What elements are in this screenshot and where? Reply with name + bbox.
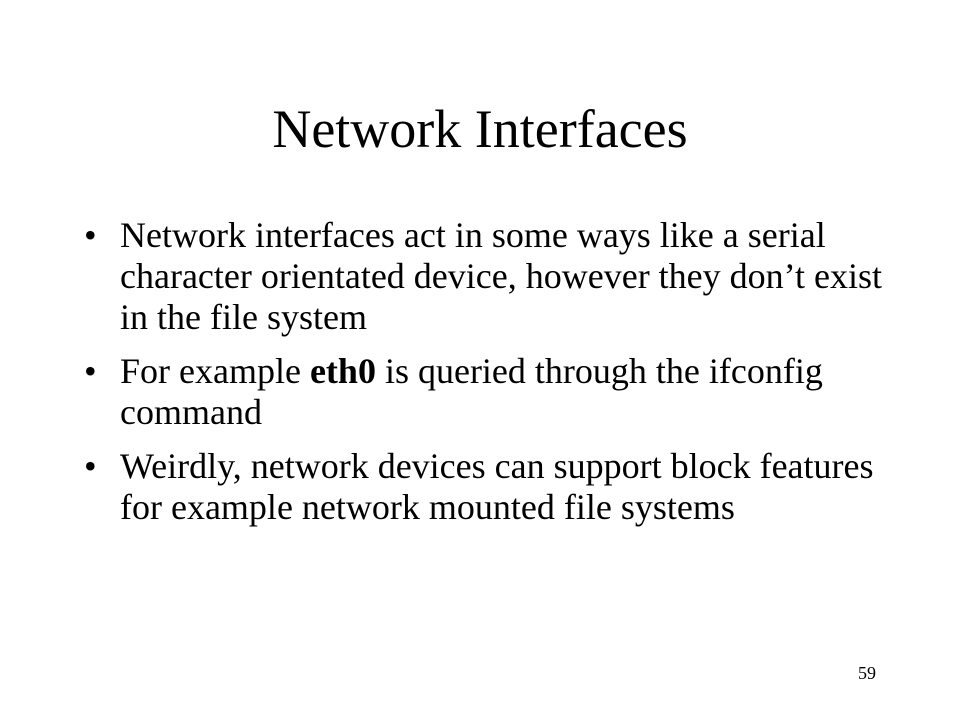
interface-name: eth0 xyxy=(309,351,376,391)
page-number: 59 xyxy=(858,663,876,683)
bullet-item-2: • For example eth0 is queried through th… xyxy=(84,351,884,433)
bullet-item-1: • Network interfaces act in some ways li… xyxy=(84,215,884,338)
bullet-text-suffix: is queried through the ifconfig command xyxy=(120,351,823,432)
bullet-text: Network interfaces act in some ways like… xyxy=(120,215,882,337)
bullet-list: • Network interfaces act in some ways li… xyxy=(84,215,884,541)
bullet-text: Weirdly, network devices can support blo… xyxy=(120,446,874,527)
bullet-icon: • xyxy=(84,446,97,486)
bullet-icon: • xyxy=(84,215,97,255)
bullet-item-3: • Weirdly, network devices can support b… xyxy=(84,446,884,528)
bullet-text-prefix: For example xyxy=(120,351,310,391)
slide-title: Network Interfaces xyxy=(272,99,688,159)
bullet-text: For example eth0 is queried through the … xyxy=(120,351,884,433)
bullet-icon: • xyxy=(84,351,97,391)
